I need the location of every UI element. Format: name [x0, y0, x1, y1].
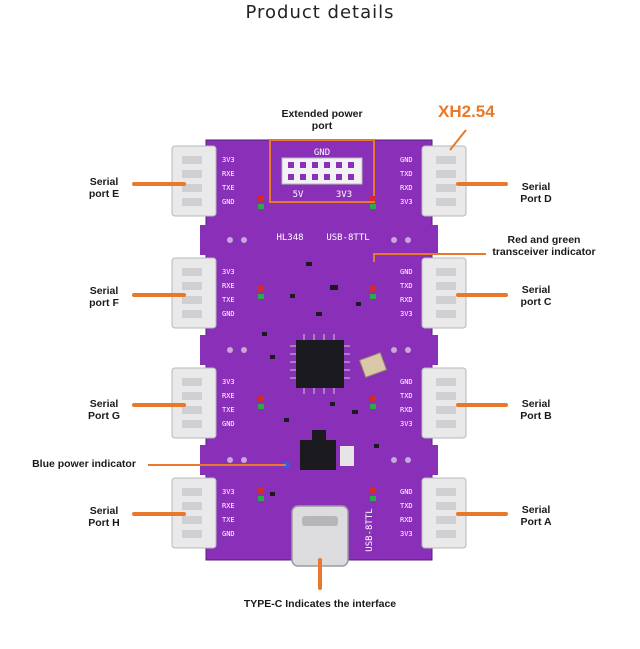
label-serial-g-line1: Serial: [89, 398, 119, 410]
label-serial-d-line1: Serial: [521, 181, 551, 193]
label-serial-c-line1: Serial: [521, 284, 551, 296]
pin-label-left-0-0: 3V3: [222, 156, 235, 164]
pin-label-left-2-1: RXE: [222, 392, 235, 400]
label-extended-power-line2: port: [311, 120, 333, 132]
label-serial-h-line2: Port H: [88, 517, 120, 529]
pin-label-left-3-1: RXE: [222, 502, 235, 510]
label-serial-h-line1: Serial: [89, 505, 119, 517]
silk-gnd: GND: [314, 148, 330, 158]
pin-label-left-3-0: 3V3: [222, 488, 235, 496]
pin-label-right-3-0: GND: [400, 488, 413, 496]
label-extended-power: Extended power port: [270, 108, 374, 132]
label-blue-power: Blue power indicator: [32, 458, 136, 470]
leader-lines: [132, 182, 508, 590]
pin-label-left-1-3: GND: [222, 310, 235, 318]
label-serial-g-line2: Port G: [87, 410, 121, 422]
pin-label-left-0-3: GND: [222, 198, 235, 206]
pin-label-right-2-1: TXD: [400, 392, 413, 400]
main-chip: [296, 340, 344, 388]
label-serial-f-line2: port F: [89, 297, 119, 309]
crystal: [358, 352, 388, 378]
silk-model: HL348: [276, 233, 303, 243]
label-serial-b-line2: Port B: [520, 410, 552, 422]
pin-label-right-3-3: 3V3: [400, 530, 413, 538]
voltage-regulator: [300, 440, 336, 470]
label-xh254: XH2.54: [438, 102, 495, 121]
pin-label-left-2-2: TXE: [222, 406, 235, 414]
pin-label-left-1-2: TXE: [222, 296, 235, 304]
pin-label-left-0-2: TXE: [222, 184, 235, 192]
pin-label-right-2-0: GND: [400, 378, 413, 386]
pin-label-right-0-2: RXD: [400, 184, 413, 192]
pin-label-left-3-3: GND: [222, 530, 235, 538]
label-serial-e-line1: Serial: [89, 176, 119, 188]
pin-label-right-1-0: GND: [400, 268, 413, 276]
pin-label-right-3-2: RXD: [400, 516, 413, 524]
transceiver-leds: [258, 196, 376, 501]
label-serial-d-line2: Port D: [520, 193, 552, 205]
label-red-green-line2: transceiver indicator: [492, 246, 596, 258]
silk-name-vertical: USB-8TTL: [365, 508, 375, 551]
pin-label-left-1-1: RXE: [222, 282, 235, 290]
label-serial-b-line1: Serial: [521, 398, 551, 410]
pin-label-left-0-1: RXE: [222, 170, 235, 178]
pin-label-left-1-0: 3V3: [222, 268, 235, 276]
pin-label-right-2-2: RXD: [400, 406, 413, 414]
usb-c-port: [291, 505, 349, 567]
label-serial-c-line2: port C: [520, 296, 552, 308]
silk-5v: 5V: [293, 190, 304, 200]
label-serial-a-line1: Serial: [521, 504, 551, 516]
label-serial-e-line2: port E: [88, 188, 120, 200]
pin-label-right-1-3: 3V3: [400, 310, 413, 318]
blue-power-led: [284, 462, 290, 468]
label-serial-a-line2: Port A: [520, 516, 552, 528]
pin-label-right-1-1: TXD: [400, 282, 413, 290]
pin-label-left-2-0: 3V3: [222, 378, 235, 386]
label-extended-power-line1: Extended power: [281, 108, 363, 120]
pin-label-right-3-1: TXD: [400, 502, 413, 510]
pin-label-right-0-0: GND: [400, 156, 413, 164]
page-title: Product details: [245, 2, 395, 23]
pin-label-right-0-1: TXD: [400, 170, 413, 178]
label-red-green-line1: Red and green: [507, 234, 581, 246]
pin-label-right-1-2: RXD: [400, 296, 413, 304]
silk-name: USB-8TTL: [326, 233, 369, 243]
silk-3v3: 3V3: [336, 190, 352, 200]
label-typec: TYPE-C Indicates the interface: [243, 598, 397, 610]
pin-label-left-2-3: GND: [222, 420, 235, 428]
pin-label-right-0-3: 3V3: [400, 198, 413, 206]
pin-label-left-3-2: TXE: [222, 516, 235, 524]
pin-label-right-2-3: 3V3: [400, 420, 413, 428]
label-serial-f-line1: Serial: [89, 285, 119, 297]
